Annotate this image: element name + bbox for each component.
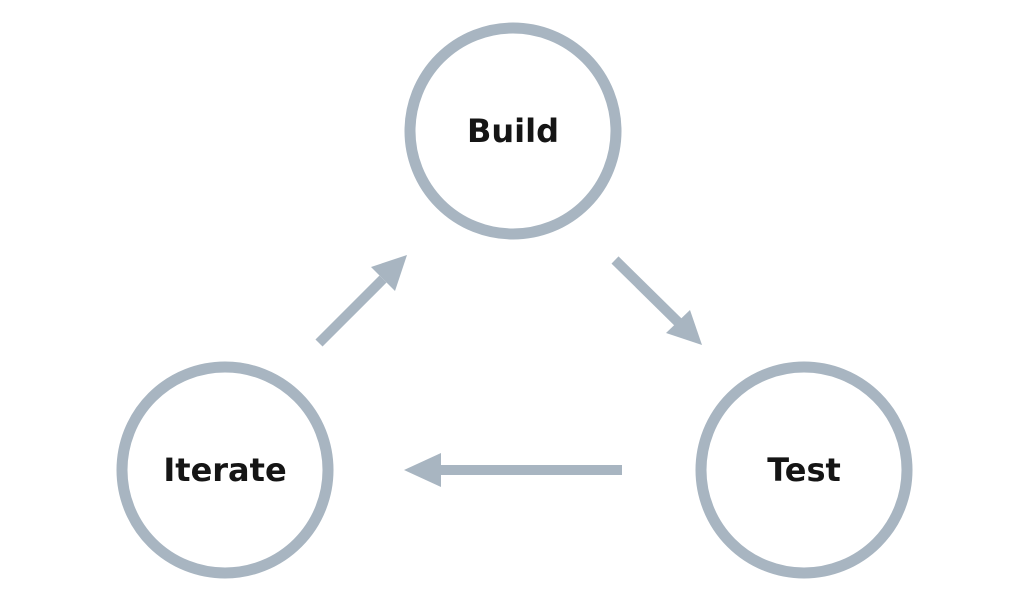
node-iterate-ring [116, 361, 334, 579]
arrow-test-to-iterate [404, 453, 622, 487]
node-test-ring [695, 361, 913, 579]
arrow-head [666, 310, 702, 345]
arrow-shaft [611, 256, 682, 326]
node-build: Build [404, 22, 622, 240]
arrow-shaft [315, 275, 387, 347]
arrow-head [371, 255, 407, 291]
node-build-ring [404, 22, 622, 240]
arrow-iterate-to-build [315, 255, 407, 347]
node-iterate: Iterate [116, 361, 334, 579]
arrow-head [404, 453, 441, 487]
node-test: Test [695, 361, 913, 579]
node-test-label: Test [767, 451, 841, 489]
arrow-build-to-test [611, 256, 702, 345]
node-build-label: Build [467, 112, 559, 150]
node-iterate-label: Iterate [163, 451, 286, 489]
